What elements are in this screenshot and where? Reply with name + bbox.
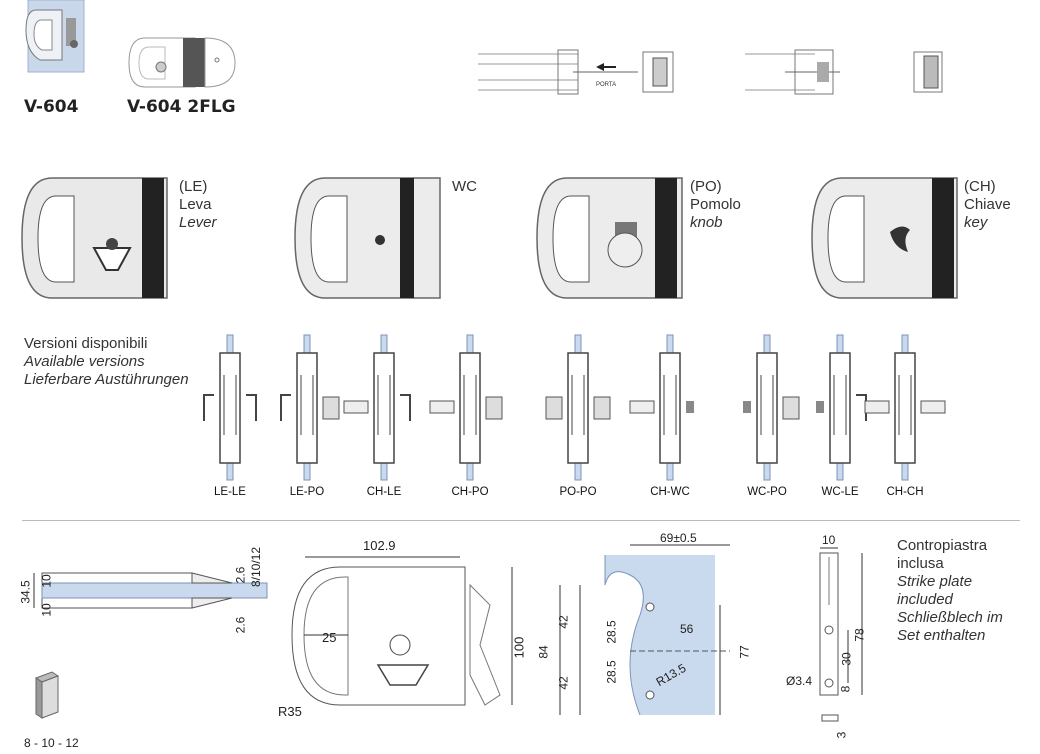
version-label: LE-LE	[214, 486, 246, 498]
finish-label-lever: (LE) Leva Lever	[179, 178, 217, 232]
dim-strike-hole: Ø3.4	[786, 674, 813, 688]
finish-it: Chiave	[964, 196, 1011, 213]
version-item: CH-WC	[629, 334, 705, 505]
finish-label-key: (CH) Chiave key	[964, 178, 1011, 232]
product-photo-v604	[25, 0, 85, 73]
product-photo-v604-2flg	[128, 37, 236, 88]
divider	[22, 520, 1020, 521]
versions-title-en: Available versions	[24, 353, 145, 370]
dim-front-height: 100	[511, 636, 527, 659]
strike-plate-note: Contropiastra inclusa Strike plate inclu…	[897, 537, 1003, 645]
version-item: CH-LE	[343, 334, 419, 505]
dim-cutout-v1: 28.5	[604, 620, 619, 644]
version-item: WC-PO	[732, 334, 802, 505]
dim-side-a: 10	[39, 574, 54, 588]
finish-it: Pomolo	[690, 196, 741, 213]
version-diagram	[743, 334, 800, 481]
dim-side-d: 8/10/12	[249, 546, 264, 588]
dim-cutout-v2: 28.5	[604, 660, 619, 684]
finish-label-wc: WC	[452, 178, 477, 195]
versions-title-it: Versioni disponibili	[24, 335, 148, 352]
finish-en: key	[964, 214, 988, 231]
version-label: CH-LE	[366, 486, 402, 498]
strike-plate-drawing	[819, 547, 863, 722]
note-en-2: included	[897, 591, 953, 608]
note-en-1: Strike plate	[897, 573, 973, 590]
dim-cutout-h1: 42	[556, 615, 571, 629]
install-diagram-3	[913, 51, 943, 93]
version-item: LE-LE	[195, 334, 265, 505]
versions-title-de: Lieferbare Austührungen	[24, 371, 189, 388]
glass-thickness: 8 - 10 - 12	[24, 736, 79, 750]
version-diagram	[864, 334, 946, 481]
cutout-drawing	[559, 544, 730, 716]
version-diagram	[203, 334, 257, 481]
finish-code: (PO)	[690, 178, 722, 195]
model-label-v604-2flg: V-604 2FLG	[127, 97, 236, 117]
note-de-2: Set enthalten	[897, 627, 986, 644]
version-item: CH-PO	[429, 334, 505, 505]
handle-lever-image	[21, 177, 168, 299]
side-section-drawing	[33, 572, 268, 609]
dim-front-radius: R35	[278, 704, 302, 719]
version-diagram	[545, 334, 611, 481]
model-label-v604: V-604	[24, 97, 79, 117]
dim-cutout-h2: 42	[556, 676, 571, 690]
dim-strike-s: 30	[839, 652, 854, 666]
note-de-1: Schließblech im	[897, 609, 1003, 626]
finish-en: knob	[690, 214, 723, 231]
install-diagram-2	[745, 49, 840, 95]
dim-side-e: 2.6	[233, 616, 248, 634]
dim-strike-w: 10	[822, 533, 836, 547]
versions-title: Versioni disponibili Available versions …	[24, 335, 189, 389]
dim-front-grip: 25	[322, 630, 337, 645]
finish-en: Lever	[179, 214, 217, 231]
handle-wc-image	[294, 177, 441, 299]
dim-side-c: 2.6	[233, 566, 248, 584]
dim-cutout-total: 84	[536, 645, 551, 659]
version-label: WC-LE	[821, 486, 859, 498]
dim-cutout-h: 77	[737, 645, 752, 659]
dim-side-b: 10	[39, 603, 54, 617]
dim-side-total: 34.5	[18, 580, 33, 604]
handle-key-image	[811, 177, 958, 299]
version-diagram	[343, 334, 411, 481]
dim-cutout-top: 69±0.5	[660, 531, 697, 545]
version-item: PO-PO	[543, 334, 613, 505]
version-item: WC-LE	[805, 334, 875, 505]
front-view-drawing	[291, 556, 513, 706]
note-it-1: Contropiastra	[897, 537, 988, 554]
handle-knob-image	[536, 177, 683, 299]
version-label: WC-PO	[747, 486, 787, 498]
note-it-2: inclusa	[897, 555, 944, 572]
dim-strike-h: 78	[852, 628, 867, 642]
version-item: LE-PO	[272, 334, 342, 505]
version-label: CH-PO	[451, 486, 489, 498]
dim-strike-b: 8	[838, 685, 853, 693]
door-label: PORTA	[596, 82, 616, 88]
finish-label-knob: (PO) Pomolo knob	[690, 178, 741, 232]
version-label: LE-PO	[289, 486, 325, 498]
finish-it: Leva	[179, 196, 212, 213]
version-diagram	[629, 334, 694, 481]
version-label: PO-PO	[559, 486, 597, 498]
version-diagram	[429, 334, 503, 481]
dim-strike-t: 3	[834, 731, 849, 739]
install-diagram-1: PORTA	[478, 49, 674, 95]
version-label: CH-CH	[886, 486, 924, 498]
dim-front-width: 102.9	[363, 538, 396, 553]
finish-code: (CH)	[964, 178, 996, 195]
glass-sample-icon	[34, 671, 60, 719]
finish-code: (LE)	[179, 178, 208, 195]
version-item: CH-CH	[864, 334, 946, 505]
dim-cutout-x: 56	[680, 622, 694, 636]
version-label: CH-WC	[650, 486, 690, 498]
version-diagram	[280, 334, 340, 481]
